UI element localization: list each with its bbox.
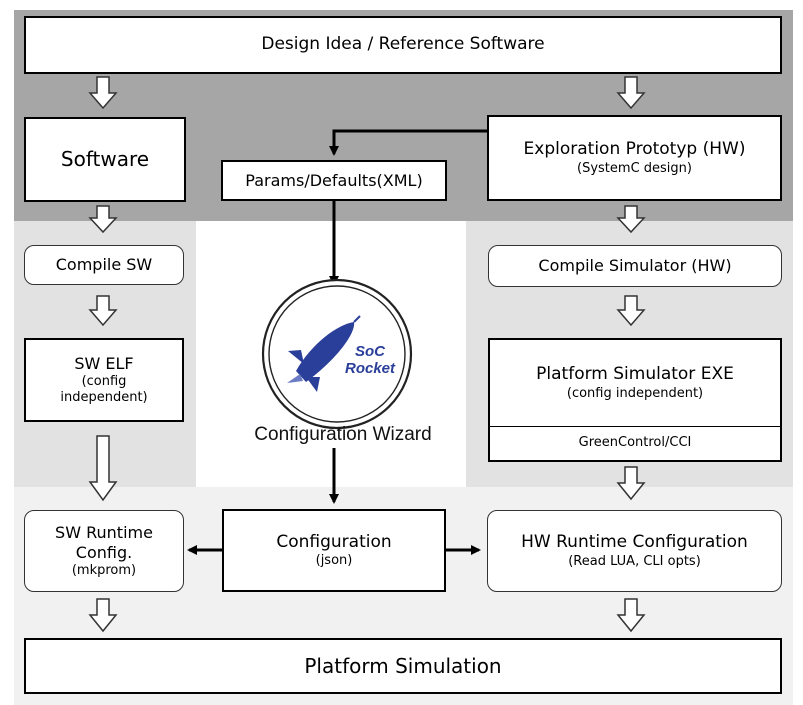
sw-runtime-line3: (mkprom) [71,562,137,578]
exploration-title: Exploration Prototyp (HW) [523,139,746,160]
configuration-box: Configuration (json) [222,509,446,592]
design-idea-label: Design Idea / Reference Software [261,34,545,55]
sw-elf-line3: independent) [60,390,148,405]
hollow-arrow-down [616,205,646,234]
logo-line-soc: SoC [355,343,385,360]
sw-runtime-line2: Config. [75,542,133,562]
hollow-arrow-down [616,76,646,110]
platform-simulation-label: Platform Simulation [304,653,502,678]
rocket-icon [296,322,355,382]
configuration-wizard-label: Configuration Wizard [254,424,432,445]
greencontrol-divider [490,426,780,427]
params-box: Params/Defaults(XML) [221,160,447,201]
exploration-subtitle: (SystemC design) [577,160,692,176]
logo-line-rocket: Rocket [344,360,396,377]
software-label: Software [60,147,150,171]
greencontrol-label: GreenControl/CCI [578,434,692,450]
hollow-arrow-down [88,205,118,234]
soc-rocket-logo [261,278,413,430]
hw-runtime-box: HW Runtime Configuration (Read LUA, CLI … [487,510,782,592]
configuration-subtitle: (json) [315,553,353,568]
exploration-to-params-arrow [329,129,487,156]
software-box: Software [24,117,186,202]
hollow-arrow-down [616,598,646,633]
hollow-arrow-down [88,435,118,502]
hw-runtime-subtitle: (Read LUA, CLI opts) [568,553,701,569]
params-label: Params/Defaults(XML) [245,170,423,190]
hw-runtime-title: HW Runtime Configuration [521,532,748,553]
hollow-arrow-down [88,76,118,110]
sw-elf-box: SW ELF (config independent) [24,338,184,422]
platform-simulator-subtitle: (config independent) [566,385,704,401]
design-idea-box: Design Idea / Reference Software [24,16,782,74]
platform-simulator-title: Platform Simulator EXE [536,364,734,385]
exploration-box: Exploration Prototyp (HW) (SystemC desig… [487,115,782,201]
platform-simulation-box: Platform Simulation [24,638,782,694]
greencontrol-section: GreenControl/CCI [579,426,692,460]
configuration-title: Configuration [276,531,392,552]
compile-sw-box: Compile SW [24,245,184,285]
sw-elf-title: SW ELF [74,353,134,373]
hollow-arrow-down [88,598,118,633]
compile-sw-label: Compile SW [55,255,153,274]
soc-rocket-logo-text: SoC Rocket [330,343,410,377]
hollow-arrows [88,76,646,633]
sw-runtime-line1: SW Runtime [55,522,153,542]
hollow-arrow-down [616,466,646,501]
compile-simulator-box: Compile Simulator (HW) [488,245,782,287]
sw-elf-line2: (config [81,373,127,389]
platform-simulator-body: Platform Simulator EXE (config independe… [536,340,734,426]
hollow-arrow-down [88,295,118,327]
sw-runtime-box: SW Runtime Config. (mkprom) [24,510,184,592]
compile-simulator-label: Compile Simulator (HW) [538,256,732,275]
platform-simulator-box: Platform Simulator EXE (config independe… [488,338,782,462]
hollow-arrow-down [616,295,646,327]
